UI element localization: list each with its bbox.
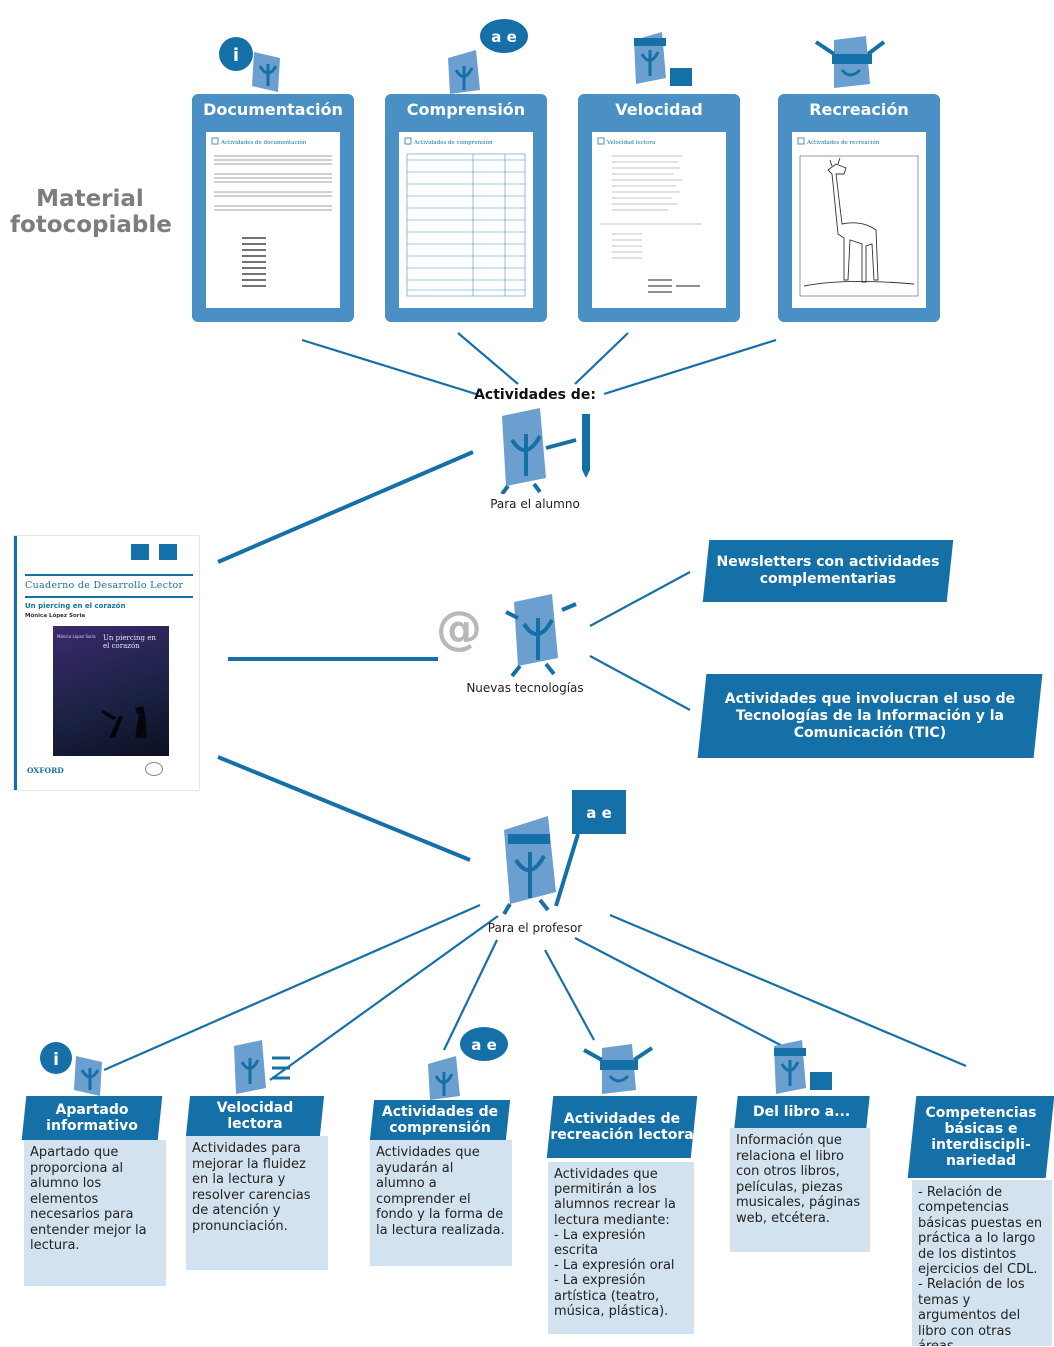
sheet-title: Comprensión [406, 100, 526, 119]
book-publisher: OXFORD [27, 766, 64, 775]
student-label: Para el alumno [490, 497, 580, 511]
tic-ribbon: Actividades que involucran el uso de Tec… [697, 674, 1043, 758]
recreation-mascot-icon [814, 36, 886, 88]
student-mascot-icon [500, 408, 590, 494]
giraffe-drawing [803, 157, 915, 287]
telescope-silhouette-icon [101, 706, 147, 738]
sheet-page: Velocidad lectora [592, 126, 726, 308]
sheet-page: Actividades de documentación [206, 126, 340, 308]
book-cover: Cuaderno de Desarrollo Lector Un piercin… [14, 536, 199, 790]
book-title: Un piercing en el corazón [25, 602, 126, 610]
svg-text:Actividades de comprensión: Actividades de comprensión [413, 139, 493, 146]
svg-text:a e: a e [491, 28, 517, 46]
book-badge-icon [131, 544, 149, 560]
card-title-comprension: Actividades de comprensión [369, 1100, 511, 1140]
card-title-recreacion: Actividades de recreación lectora [546, 1096, 698, 1158]
sheet-comprension: Comprensión Actividades de comprensión [385, 94, 547, 322]
material-fotocopiable-label: Material fotocopiable [10, 186, 172, 238]
card-title-del-libro: Del libro a... [734, 1096, 870, 1128]
book-author: Mónica López Soria [25, 613, 86, 619]
book-logo-icon [145, 762, 163, 776]
svg-text:Actividades de documentación: Actividades de documentación [220, 139, 307, 146]
newsletters-ribbon: Newsletters con actividades complementar… [702, 540, 954, 602]
book-badge-icon [159, 544, 177, 560]
info-mascot-icon: i [219, 37, 280, 92]
info-mascot-icon: i [40, 1042, 102, 1096]
card-title-apartado: Apartado informativo [21, 1096, 163, 1140]
sheet-velocidad: Velocidad Velocidad lectora [578, 94, 740, 322]
card-title-competencias: Competencias básicas e interdiscipli-nar… [907, 1096, 1054, 1178]
book-to-mascot-icon [774, 1040, 832, 1094]
card-title-velocidad: Velocidad lectora [185, 1096, 325, 1136]
sheet-page: Actividades de comprensión [399, 126, 533, 308]
book-cover-image: Un piercing en el corazón Mónica López S… [53, 626, 169, 756]
teacher-mascot-icon: a e [502, 790, 626, 916]
speed-lines-mascot-icon [234, 1040, 290, 1094]
svg-text:i: i [53, 1050, 59, 1070]
sheet-page: Actividades de recreación [792, 126, 926, 308]
sheet-title: Recreación [809, 100, 909, 119]
svg-text:a e: a e [471, 1036, 497, 1054]
svg-text:i: i [233, 45, 239, 66]
svg-text:Actividades de recreación: Actividades de recreación [806, 139, 880, 146]
card-body-competencias: - Relación de competencias básicas puest… [912, 1180, 1052, 1346]
card-body-velocidad: Actividades para mejorar la fluidez en l… [186, 1136, 328, 1270]
svg-text:@: @ [436, 601, 482, 655]
ae-mascot-icon: a e [448, 19, 528, 94]
speed-mascot-icon [634, 32, 692, 86]
activities-label: Actividades de: [474, 387, 596, 403]
sheet-documentacion: Documentación Actividades de documentaci… [192, 94, 354, 322]
svg-text:Velocidad lectora: Velocidad lectora [606, 140, 656, 146]
new-tech-label: Nuevas tecnologías [466, 681, 584, 695]
card-body-recreacion: Actividades que permitirán a los alumnos… [548, 1162, 694, 1334]
sheet-title: Documentación [203, 100, 343, 119]
card-body-comprension: Actividades que ayudarán al alumno a com… [370, 1140, 512, 1266]
book-series: Cuaderno de Desarrollo Lector [25, 580, 184, 591]
teacher-label: Para el profesor [487, 921, 583, 935]
recreation-mascot-icon [583, 1044, 654, 1094]
new-tech-mascot-icon: @ [436, 594, 577, 678]
svg-text:a e: a e [586, 804, 612, 822]
ae-mascot-icon: a e [428, 1027, 508, 1100]
card-body-del-libro: Información que relaciona el libro con o… [730, 1128, 870, 1252]
sheet-recreacion: Recreación Actividades de recreación [778, 94, 940, 322]
sheet-title: Velocidad [615, 100, 703, 119]
card-body-apartado: Apartado que proporciona al alumno los e… [24, 1140, 166, 1286]
